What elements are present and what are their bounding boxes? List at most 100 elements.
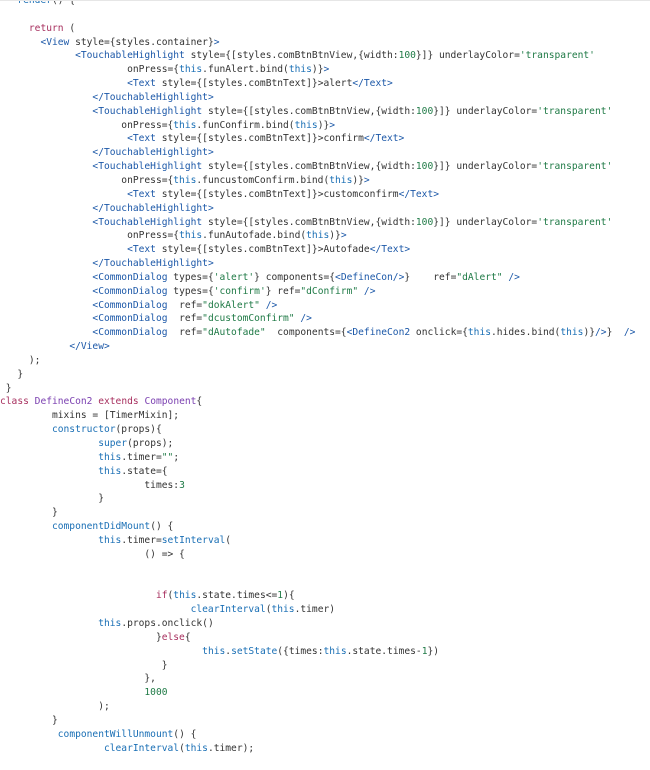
code-line: () => { (0, 548, 650, 562)
code-token (0, 258, 92, 269)
code-line: componentWillUnmount() { (0, 728, 650, 742)
code-token: { (196, 396, 203, 408)
code-token: }]} underlayColor= (433, 216, 538, 228)
code-line: <View style={styles.container}> (0, 36, 650, 50)
code-token (0, 729, 58, 740)
code-token: this (294, 119, 318, 131)
code-token: this (560, 327, 584, 339)
code-token: ); (0, 701, 110, 713)
code-token: )} (352, 174, 364, 186)
code-line: ); (0, 700, 650, 714)
code-token (0, 466, 98, 477)
code-token: () { (51, 0, 76, 6)
code-token: this (98, 451, 122, 463)
code-token: > (329, 119, 336, 131)
code-token (0, 590, 156, 601)
code-line: mixins = [TimerMixin]; (0, 409, 650, 423)
code-token: onclick={ (410, 327, 468, 339)
code-token: <CommonDialog (92, 299, 168, 311)
code-token: > (340, 230, 347, 242)
code-token: <CommonDialog (92, 313, 168, 325)
code-token: onPress={ (0, 174, 174, 186)
code-line: if(this.state.times<=1){ (0, 589, 650, 603)
code-line: onPress={this.funAutofade.bind(this)}> (0, 229, 650, 243)
code-token: .hides.bind( (491, 327, 561, 339)
code-line: <TouchableHighlight style={[styles.comBt… (0, 49, 650, 63)
code-line: <TouchableHighlight style={[styles.comBt… (0, 105, 650, 119)
code-token: }]} underlayColor= (433, 105, 538, 117)
code-token: 'transparent' (537, 216, 613, 228)
code-token: <Text (127, 188, 156, 200)
code-token: 100 (415, 161, 434, 173)
code-token: } (0, 714, 58, 726)
code-token: } (0, 631, 162, 643)
code-line (0, 755, 650, 769)
code-token (0, 743, 104, 754)
code-token (0, 106, 92, 117)
code-token: this (184, 742, 208, 754)
code-token: .timer) (294, 604, 336, 616)
code-line: </View> (0, 340, 650, 354)
code-token (0, 438, 98, 449)
code-line: <Text style={[styles.comBtnText]}>confir… (0, 132, 650, 146)
code-token (0, 203, 92, 214)
code-token: 'transparent' (537, 105, 613, 117)
code-token: style={[styles.comBtnBtnView,{width: (202, 216, 416, 228)
code-token (0, 37, 40, 48)
code-token: setInterval (161, 534, 226, 546)
code-line (0, 575, 650, 589)
code-line: super(props); (0, 437, 650, 451)
code-token: 'transparent' (537, 161, 613, 173)
code-token: ( (167, 590, 174, 602)
code-token: "dcustomConfirm" (202, 313, 295, 325)
code-token: () { (150, 521, 174, 533)
code-token: .timer= (121, 534, 162, 546)
code-token (0, 286, 92, 297)
code-token: 'alert' (213, 271, 255, 283)
code-token: this (173, 119, 197, 131)
code-token: componentDidMount (51, 521, 151, 533)
code-token: > (323, 64, 330, 76)
code-token: style={[styles.comBtnBtnView,{width: (202, 105, 416, 117)
code-line: <TouchableHighlight style={[styles.comBt… (0, 216, 650, 230)
code-token: extends (98, 396, 139, 408)
code-line: this.timer=setInterval( (0, 534, 650, 548)
code-token: /> (595, 327, 607, 339)
code-token (0, 646, 202, 657)
code-token: style={[styles.comBtnText]}>alert (155, 78, 353, 90)
code-token: </TouchableHighlight> (92, 202, 214, 214)
code-token: > (363, 174, 370, 186)
code-line: this.props.onclick() (0, 617, 650, 631)
code-token: .timer); (207, 742, 255, 754)
code-token: } ref= (265, 285, 301, 297)
code-token: 'confirm' (213, 285, 266, 297)
code-token: this (173, 590, 197, 602)
code-token: clearInterval (103, 742, 180, 754)
code-line: } (0, 368, 650, 382)
code-token: ref= (167, 327, 203, 339)
code-token: clearInterval (190, 604, 266, 616)
code-token: .state.times- (346, 645, 422, 657)
code-token: )} (311, 64, 324, 76)
code-line: <Text style={[styles.comBtnText]}>alert<… (0, 77, 650, 91)
code-line: onPress={this.funConfirm.bind(this)}> (0, 119, 650, 133)
code-line: </TouchableHighlight> (0, 91, 650, 105)
code-token: } (0, 507, 58, 519)
code-token: ( (179, 742, 185, 754)
code-token: <CommonDialog (92, 327, 168, 339)
code-token: .funAlert.bind( (202, 64, 289, 76)
code-token: <Text (127, 78, 156, 90)
code-token: types={ (167, 285, 214, 297)
code-token: this (271, 604, 295, 616)
code-token: ref= (167, 313, 203, 325)
code-line: <CommonDialog ref="dokAlert" /> (0, 299, 650, 313)
code-line: } (0, 714, 650, 728)
code-token: .timer= (121, 451, 162, 463)
code-token (0, 133, 127, 144)
code-token: "dConfirm" (300, 285, 359, 297)
code-token: DefineCon2 (34, 396, 93, 408)
code-line: render() { (0, 0, 650, 8)
code-line: } (0, 382, 650, 396)
code-token: "dAlert" (456, 271, 503, 283)
code-token: } (606, 327, 624, 339)
